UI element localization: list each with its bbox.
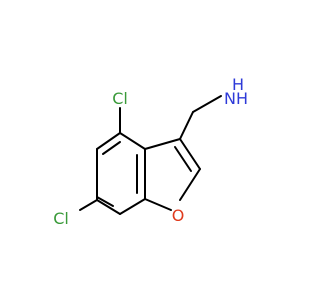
atom-hydrogen-label: H	[236, 89, 248, 108]
bond	[174, 146, 192, 172]
bond	[179, 138, 201, 170]
atom-oxygen: O	[172, 206, 185, 225]
atom-chlorine-left: Cl	[53, 209, 69, 228]
bond	[179, 168, 201, 201]
bond	[144, 138, 181, 150]
bond	[79, 199, 98, 211]
molecule-diagram: Cl Cl O N H H	[53, 75, 248, 228]
atom-labels: Cl Cl O N H H	[53, 75, 248, 228]
bond	[119, 132, 146, 150]
bond	[179, 111, 194, 140]
bond-lines	[79, 95, 222, 215]
atom-hydrogen-count: H	[232, 75, 244, 94]
bond	[119, 198, 146, 215]
bond	[96, 196, 114, 207]
atom-nitrogen: N	[224, 89, 236, 108]
bond	[192, 95, 222, 113]
bond	[144, 198, 172, 211]
bond	[96, 199, 121, 215]
bond	[96, 132, 121, 150]
atom-chlorine-top: Cl	[112, 89, 128, 108]
bond	[102, 141, 121, 155]
